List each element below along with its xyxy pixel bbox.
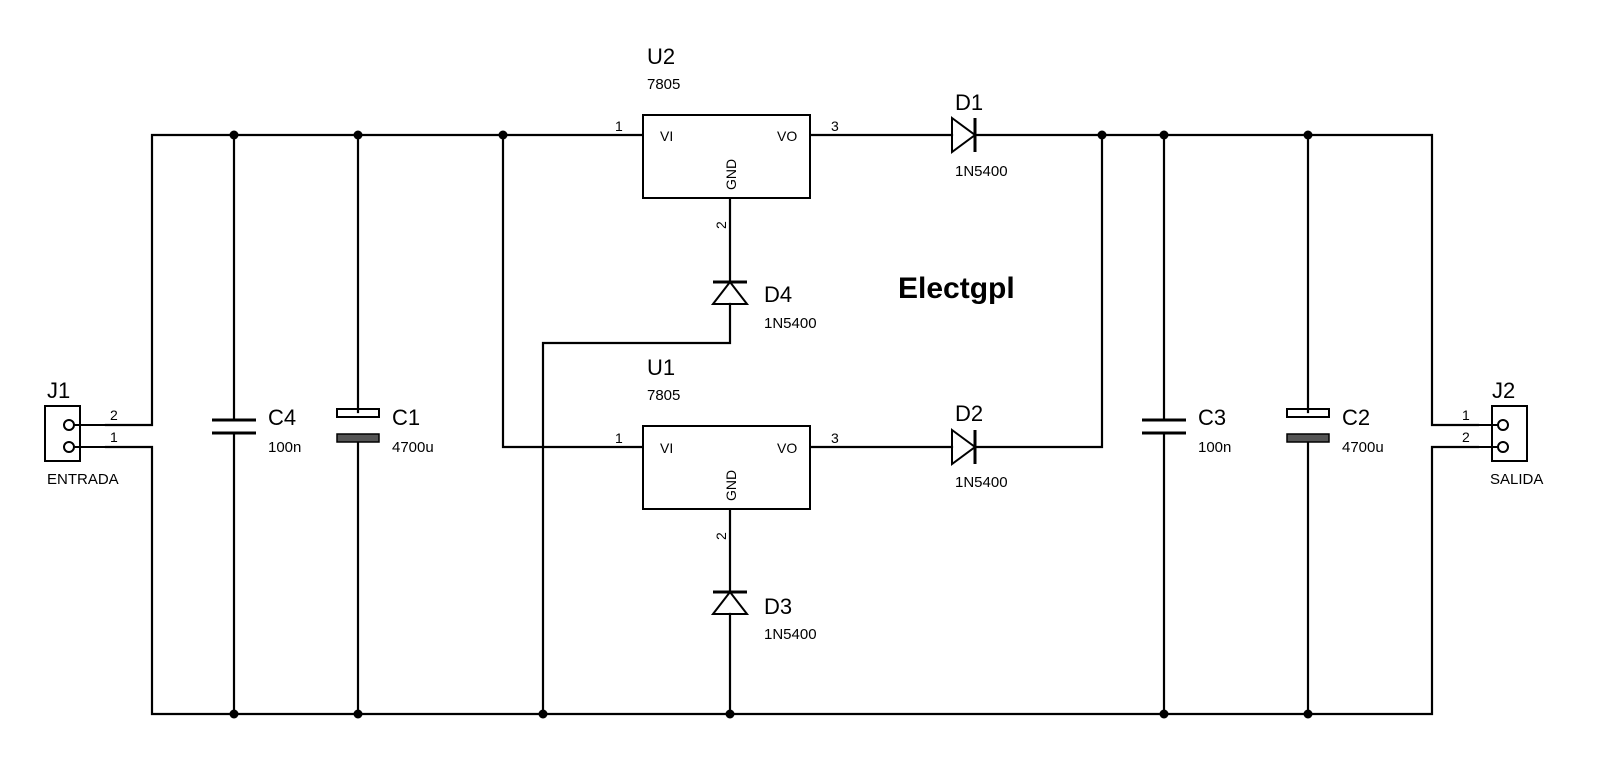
u1-gnd-label: GND xyxy=(723,470,739,501)
wire-input-to-u1 xyxy=(501,133,645,449)
j1-pin-top: 2 xyxy=(110,407,118,423)
brand-title: Electgpl xyxy=(898,272,1015,305)
regulator-u2-body xyxy=(642,114,811,199)
junction xyxy=(353,130,363,140)
c1-value: 4700u xyxy=(392,439,434,456)
capacitor-c2: C2 4700u xyxy=(1286,405,1384,456)
regulator-u2: U2 7805 VI VO GND 1 3 2 xyxy=(615,44,839,229)
j1-pin-bottom: 1 xyxy=(110,429,118,445)
d2-ref: D2 xyxy=(955,401,983,426)
u2-pin-in: 1 xyxy=(615,118,623,134)
connector-j1: J1 ENTRADA 2 1 xyxy=(44,378,119,488)
connector-j1-leads xyxy=(74,424,106,448)
connector-j2-body xyxy=(1491,405,1528,462)
wire-ground-rail xyxy=(104,445,1480,716)
regulator-u1-body xyxy=(642,425,811,510)
u1-pin-out: 3 xyxy=(831,430,839,446)
junction xyxy=(353,709,363,719)
j2-ref: J2 xyxy=(1492,378,1515,403)
u1-vo-label: VO xyxy=(777,440,797,456)
u1-ref: U1 xyxy=(647,355,675,380)
c1-ref: C1 xyxy=(392,405,420,430)
connector-j2-leads xyxy=(1478,424,1498,448)
junctions xyxy=(229,130,1313,719)
j1-ref: J1 xyxy=(47,378,70,403)
u1-pin-in: 1 xyxy=(615,430,623,446)
capacitor-c4-plates xyxy=(212,418,256,435)
junction xyxy=(1159,709,1169,719)
capacitor-c3-plates xyxy=(1142,418,1186,435)
diode-d1: D1 1N5400 xyxy=(951,90,1008,180)
junction xyxy=(725,709,735,719)
capacitor-c4: C4 100n xyxy=(212,405,301,456)
u1-value: 7805 xyxy=(647,387,680,404)
j1-label: ENTRADA xyxy=(47,471,119,488)
d4-ref: D4 xyxy=(764,282,792,307)
u2-value: 7805 xyxy=(647,76,680,93)
diode-d1-triangle xyxy=(951,116,977,154)
j2-pin-bottom: 2 xyxy=(1462,429,1470,445)
junction xyxy=(229,709,239,719)
u2-pin-out: 3 xyxy=(831,118,839,134)
connector-j2: J2 SALIDA 1 2 xyxy=(1462,378,1543,488)
u2-vi-label: VI xyxy=(660,128,673,144)
d3-ref: D3 xyxy=(764,594,792,619)
capacitor-c1-positive-plate xyxy=(336,408,380,418)
wire-output-rail xyxy=(973,133,1480,427)
diode-d2-triangle xyxy=(951,428,977,466)
diode-d2: D2 1N5400 xyxy=(951,401,1008,491)
d4-value: 1N5400 xyxy=(764,315,817,332)
j2-pin-top: 1 xyxy=(1462,407,1470,423)
d3-value: 1N5400 xyxy=(764,626,817,643)
d2-value: 1N5400 xyxy=(955,474,1008,491)
junction xyxy=(1159,130,1169,140)
junction xyxy=(1097,130,1107,140)
capacitor-c3: C3 100n xyxy=(1142,405,1231,456)
capacitor-c1-negative-plate xyxy=(336,433,380,443)
c2-value: 4700u xyxy=(1342,439,1384,456)
junction xyxy=(538,709,548,719)
u2-vo-label: VO xyxy=(777,128,797,144)
diode-d4-triangle xyxy=(710,280,750,305)
junction xyxy=(1303,130,1313,140)
u1-vi-label: VI xyxy=(660,440,673,456)
c4-value: 100n xyxy=(268,439,301,456)
junction xyxy=(498,130,508,140)
wires xyxy=(104,133,1480,716)
wire-input-rail xyxy=(104,133,645,427)
regulator-u1: U1 7805 VI VO GND 1 3 2 xyxy=(615,355,839,540)
c4-ref: C4 xyxy=(268,405,296,430)
diode-d3: D3 1N5400 xyxy=(710,590,817,643)
diode-d3-triangle xyxy=(710,590,750,615)
capacitor-c2-negative-plate xyxy=(1286,433,1330,443)
d1-value: 1N5400 xyxy=(955,163,1008,180)
u2-pin-gnd: 2 xyxy=(713,221,729,229)
u2-ref: U2 xyxy=(647,44,675,69)
u1-pin-gnd: 2 xyxy=(713,532,729,540)
capacitor-c1: C1 4700u xyxy=(336,405,434,456)
junction xyxy=(1303,709,1313,719)
wire-d2-to-output xyxy=(973,133,1104,449)
connector-j1-body xyxy=(44,405,81,462)
d1-ref: D1 xyxy=(955,90,983,115)
capacitor-c2-positive-plate xyxy=(1286,408,1330,418)
u2-gnd-label: GND xyxy=(723,159,739,190)
c3-value: 100n xyxy=(1198,439,1231,456)
diode-d4: D4 1N5400 xyxy=(710,280,817,332)
c3-ref: C3 xyxy=(1198,405,1226,430)
junction xyxy=(229,130,239,140)
c2-ref: C2 xyxy=(1342,405,1370,430)
wire-d4-to-ground xyxy=(541,302,732,716)
j2-label: SALIDA xyxy=(1490,471,1543,488)
